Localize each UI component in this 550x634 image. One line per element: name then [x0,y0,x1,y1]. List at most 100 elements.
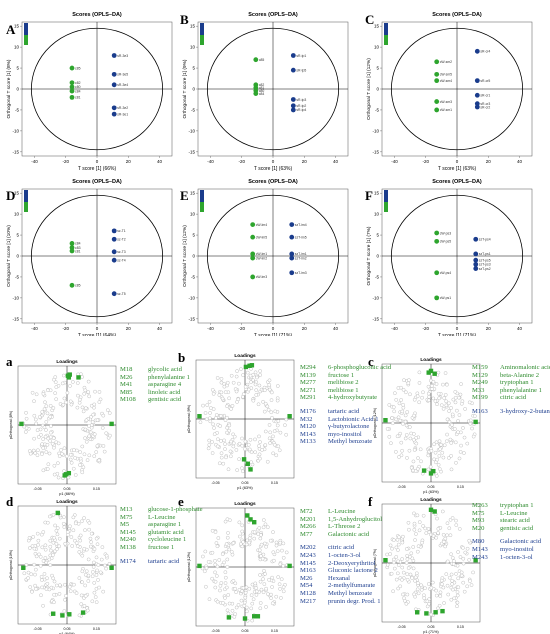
loading-point-grey [77,550,82,554]
loading-point-grey [268,538,273,543]
score-point-green [434,78,440,84]
loading-point-grey [71,380,75,384]
score-point-label: sR-3e2 [117,106,128,110]
loading-point-grey [221,601,225,605]
loading-point-grey [78,397,82,402]
loading-point-grey [244,585,249,590]
metabolite-name: beta-Alanine 2 [500,371,539,379]
loading-point-grey [38,427,43,432]
score-point-label: c82 [259,83,265,87]
loading-point-grey [243,384,248,389]
metabolite-code: M143 [472,545,488,553]
score-point-green [250,234,256,240]
y-tick-label: 5 [16,66,19,71]
loading-point-grey [33,572,37,577]
loading-point-grey [35,428,40,432]
loading-point-grey [213,585,218,590]
loading-point-grey [451,587,455,592]
metabolite-name: 4-hydroxybutyrate [328,394,378,402]
loading-point-grey [412,437,416,442]
loading-point-grey [407,448,412,453]
loading-point-grey [403,599,407,603]
loading-point-grey [269,398,274,402]
loading-point-grey [51,540,56,545]
loading-point-green [226,615,232,620]
score-point-blue [111,291,117,297]
loading-point-grey [92,560,96,565]
metabolite-name: fructose 1 [328,371,355,379]
loading-point-grey [415,467,420,471]
metabolite-code: M18 [120,366,133,373]
loading-point-grey [394,577,399,582]
score-point-green [69,84,75,90]
loading-point-grey [465,546,470,551]
loading-point-grey [45,581,50,586]
loading-point-grey [280,548,284,553]
loading-point-grey [417,528,422,533]
y-tick-label: 0 [16,87,19,92]
metabolite-code: M33 [472,386,485,394]
metabolite-code: M128 [300,589,316,597]
loading-point-grey [92,402,97,407]
loading-point-grey [443,393,448,397]
loading-point-grey [239,598,244,603]
loading-point-grey [43,547,48,552]
loading-point-grey [445,382,449,387]
legend-swatch-blue [200,23,204,35]
metabolite-name: asparagine 1 [148,521,182,529]
legend-swatch-blue [384,190,388,202]
loading-point-green [424,611,429,616]
x-tick-label: 0 [456,326,459,331]
loading-point-grey [28,585,33,589]
loading-point-grey [226,611,231,616]
loading-point-grey [236,397,241,402]
x-tick-label: 0.05 [242,481,249,485]
y-tick-label: 15 [374,191,380,196]
loading-point-grey [53,391,57,395]
loading-title-d: Loadings [56,499,78,505]
loading-point-grey [94,600,99,604]
loading-point-grey [237,520,242,525]
loading-point-grey [235,468,239,472]
metabolite-name: γ-butyrolactone [328,423,370,431]
loading-point-grey [78,456,83,461]
loading-point-grey [95,568,99,573]
loading-point-grey [24,563,29,567]
loading-point-grey [260,448,264,452]
loading-point-grey [222,438,226,443]
score-title-F: Scores (OPLS–DA) [432,179,482,185]
loading-point-grey [457,456,462,461]
loading-point-grey [257,526,262,530]
loading-title-e: Loadings [234,501,256,507]
loading-point-grey [222,384,227,389]
loading-point-grey [414,532,418,536]
loading-point-grey [439,578,444,583]
loading-point-grey [232,615,237,619]
score-point-green [250,251,256,257]
loading-point-grey [462,435,467,440]
loading-point-grey [263,522,268,527]
loading-point-grey [406,381,411,385]
score-point-label: cW-sm5 [440,73,452,77]
loading-point-grey [468,418,473,423]
loading-point-grey [52,472,57,477]
loading-point-grey [257,548,262,553]
loading-point-grey [387,403,392,407]
loading-point-grey [270,575,274,580]
x-tick-label: 40 [333,326,339,331]
loading-point-grey [46,436,51,441]
loading-point-green [241,457,247,462]
loading-point-grey [83,436,87,441]
loading-point-grey [81,465,86,470]
loading-point-grey [439,403,444,408]
loading-point-grey [216,536,221,540]
loading-point-grey [262,409,267,414]
loading-point-grey [249,606,254,611]
x-axis-label-a: p1 (66%) [59,492,75,496]
loading-point-grey [258,573,262,577]
